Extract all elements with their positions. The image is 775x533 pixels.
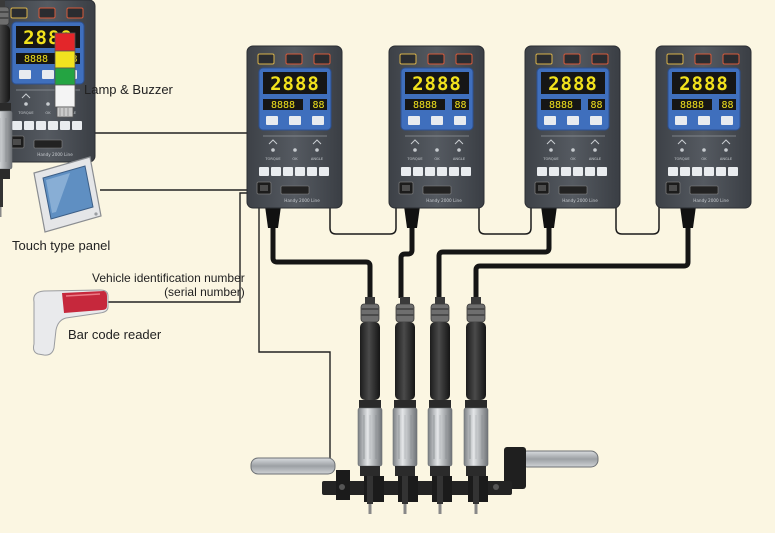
fixture-bracket [250,447,599,502]
daisy-chain-cables [329,207,660,235]
svg-text:OK: OK [45,111,51,115]
svg-text:TORQUE: TORQUE [17,111,34,115]
label-barcode-reader: Bar code reader [68,327,162,342]
label-vehicle-id: Vehicle identification number (serial nu… [92,271,245,299]
label-touch-panel: Touch type panel [12,238,111,253]
controller-3 [524,45,621,209]
tool-cables [270,228,691,298]
cable-plugs [265,206,696,228]
nutrunner-tool [0,0,13,217]
touch-panel-icon [33,156,102,233]
label-vehicle-id-line1: Vehicle identification number [92,271,245,285]
svg-text:Handy 2000 Line: Handy 2000 Line [37,152,73,157]
controller-1 [246,45,343,209]
controller-unit: 2888 8888 88 TORQUE OK ANGLE Handy 2000 … [0,0,96,163]
svg-text:8888: 8888 [24,54,48,65]
controller-2 [388,45,485,209]
controller-4 [655,45,752,209]
barcode-reader-icon [33,289,109,356]
label-vehicle-id-line2: (serial number) [164,285,245,299]
signal-tower-icon [54,32,76,118]
label-lamp-buzzer: Lamp & Buzzer [84,82,173,97]
